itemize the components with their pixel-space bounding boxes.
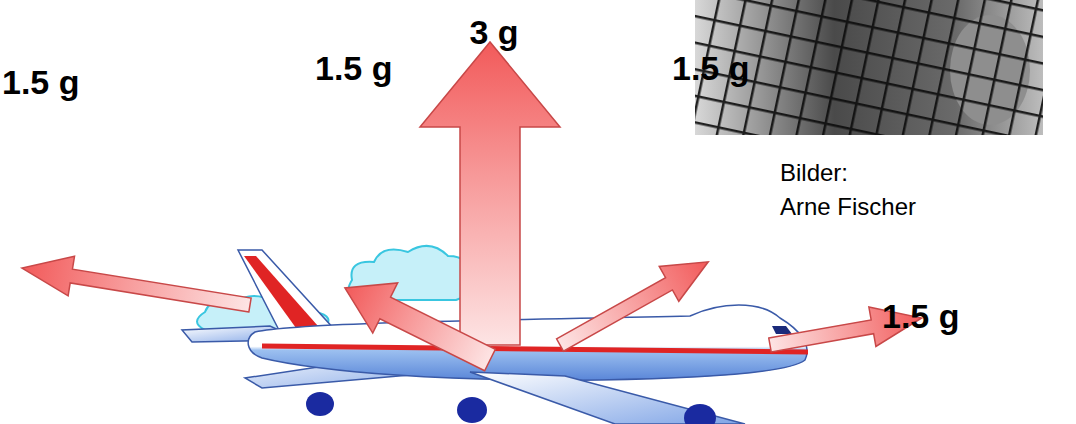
force-label: 1.5 g [315, 48, 392, 88]
engine [306, 392, 334, 416]
force-arrow [19, 248, 253, 324]
g-value: 1.5 g [672, 49, 749, 87]
g-value: 3 g [469, 13, 518, 51]
force-label: 1.5 g [882, 296, 959, 336]
engine [457, 397, 487, 423]
tail-stripe [244, 256, 318, 328]
fuselage [248, 305, 807, 380]
image-credit: Bilder: Arne Fischer [780, 156, 930, 224]
force-label: 1.5 g [2, 62, 79, 102]
wrap-spacer [855, 156, 930, 186]
g-value: 1.5 g [2, 63, 79, 101]
force-arrow [420, 42, 560, 345]
g-value: 1.5 g [315, 49, 392, 87]
cockpit-window [772, 326, 792, 334]
credit-text: Bilder: Arne Fischer [780, 159, 916, 220]
engine [684, 404, 716, 424]
g-value: 1.5 g [882, 297, 959, 335]
force-arrow [550, 244, 718, 362]
fuselage-stripe [262, 346, 808, 352]
force-arrow [332, 263, 502, 385]
force-label: 1.5 g [672, 48, 749, 88]
force-label: 3 g [444, 12, 544, 52]
tail-fin [238, 250, 335, 336]
force-arrows [19, 42, 925, 385]
